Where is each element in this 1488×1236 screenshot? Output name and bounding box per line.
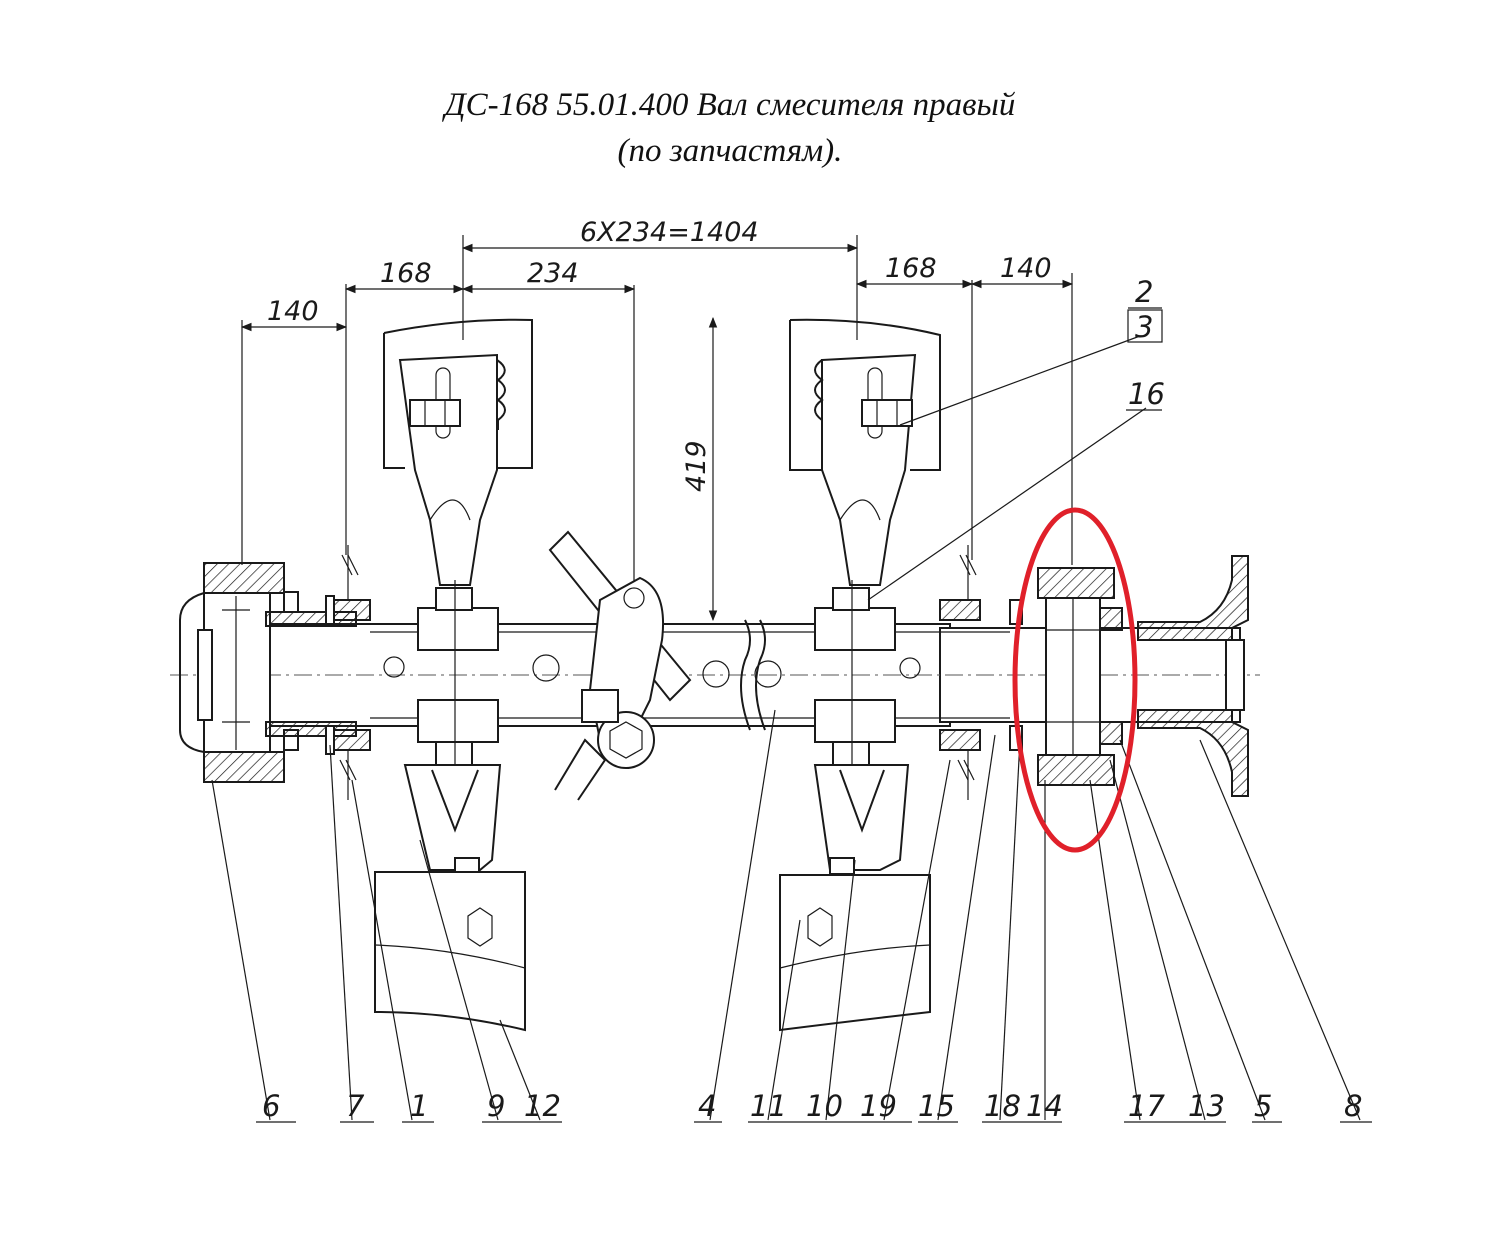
dim-168-right: 168 bbox=[885, 253, 937, 284]
callout-8: 8 bbox=[1344, 1089, 1362, 1123]
callout-12: 12 bbox=[524, 1089, 561, 1123]
callout-11: 11 bbox=[750, 1089, 787, 1123]
highlight-ellipse bbox=[1012, 507, 1138, 853]
dim-419: 419 bbox=[681, 440, 712, 492]
dim-168-left: 168 bbox=[380, 258, 432, 289]
hub-clamp-right bbox=[814, 580, 896, 780]
dim-140-left: 140 bbox=[267, 296, 319, 327]
callout-9: 9 bbox=[487, 1089, 505, 1123]
callout-7: 7 bbox=[346, 1089, 365, 1123]
callout-4: 4 bbox=[698, 1089, 716, 1123]
right-bearing-housing bbox=[939, 545, 1249, 800]
leader-lines bbox=[211, 307, 1372, 1123]
paddle-right-bottom bbox=[779, 764, 931, 1032]
callout-14: 14 bbox=[1026, 1089, 1063, 1123]
dim-234: 234 bbox=[527, 258, 579, 289]
callout-16: 16 bbox=[1128, 377, 1165, 411]
drawing-title: ДС-168 55.01.400 Вал смесителя правый (п… bbox=[0, 82, 1460, 174]
dim-total: 6X234=1404 bbox=[580, 217, 759, 248]
callout-5: 5 bbox=[1254, 1089, 1272, 1123]
callout-15: 15 bbox=[918, 1089, 955, 1123]
callout-18: 18 bbox=[984, 1089, 1021, 1123]
dim-140-right: 140 bbox=[1000, 253, 1052, 284]
paddle-left-top bbox=[383, 318, 533, 586]
callout-3: 3 bbox=[1135, 310, 1153, 344]
paddle-left-bottom bbox=[374, 764, 526, 1032]
callout-19: 19 bbox=[860, 1089, 897, 1123]
paddle-right-top bbox=[789, 318, 941, 586]
title-line-1: ДС-168 55.01.400 Вал смесителя правый bbox=[444, 87, 1016, 123]
hub-clamp-left bbox=[417, 580, 499, 780]
callout-17: 17 bbox=[1128, 1089, 1165, 1123]
callout-6: 6 bbox=[262, 1089, 280, 1123]
central-crank bbox=[548, 530, 692, 801]
title-line-2: (по запчастям). bbox=[617, 133, 843, 169]
dimension-lines bbox=[240, 235, 1074, 622]
callout-1: 1 bbox=[410, 1089, 428, 1123]
callout-10: 10 bbox=[806, 1089, 843, 1123]
callout-13: 13 bbox=[1188, 1089, 1225, 1123]
callout-2: 2 bbox=[1135, 275, 1153, 309]
left-bearing-housing bbox=[179, 545, 371, 800]
